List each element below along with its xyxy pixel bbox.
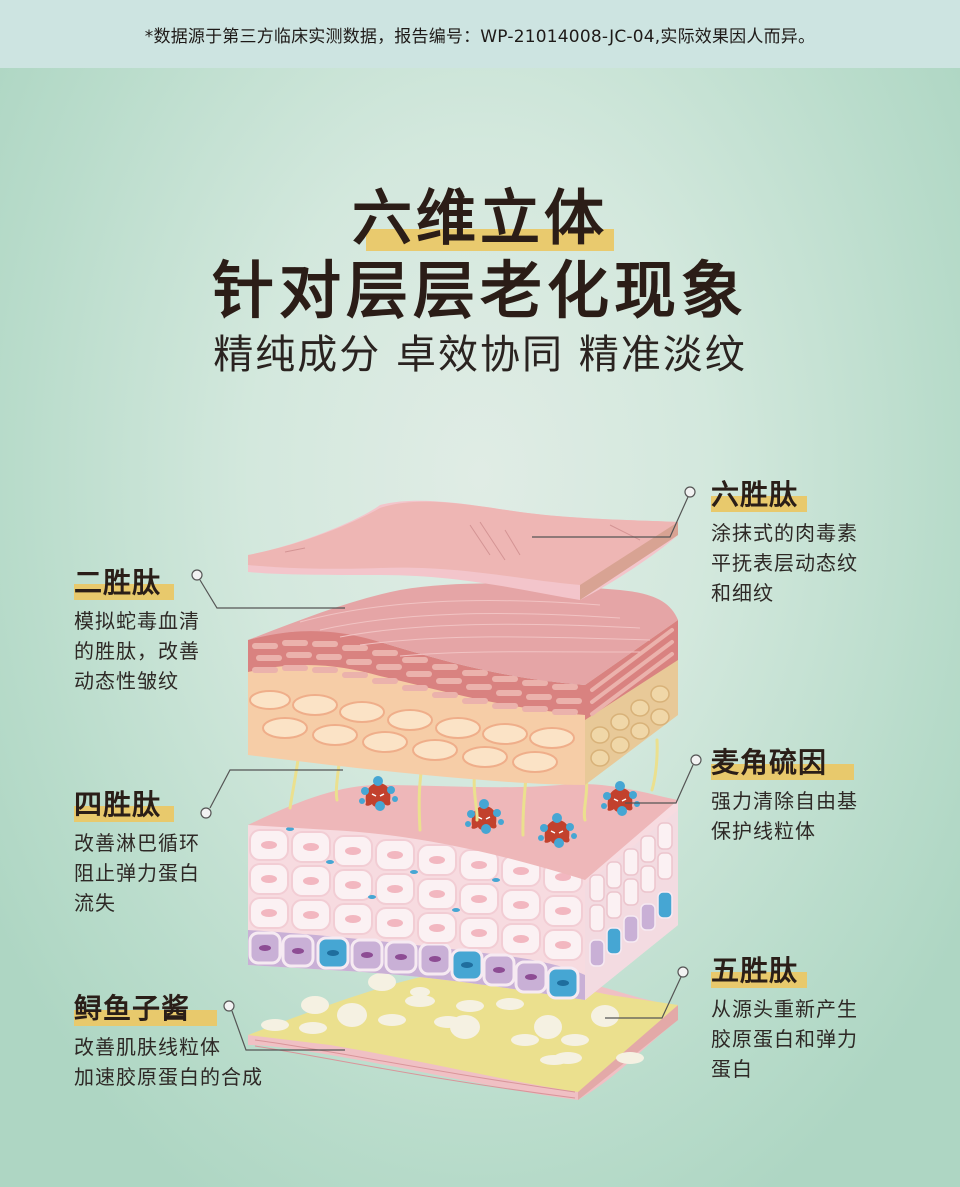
subtitle: 精纯成分 卓效协同 精准淡纹: [213, 332, 747, 378]
label-desc-line: 模拟蛇毒血清: [74, 609, 200, 633]
label-title: 六胜肽: [711, 478, 799, 511]
label-desc-line: 胶原蛋白和弹力: [711, 1027, 858, 1051]
label-desc-line: 改善淋巴循环: [74, 831, 200, 855]
label-four-peptide: 四胜肽 改善淋巴循环 阻止弹力蛋白 流失: [74, 786, 200, 918]
label-desc-line: 蛋白: [711, 1057, 753, 1081]
title-line-2: 针对层层老化现象: [211, 254, 748, 327]
label-five-peptide: 五胜肽 从源头重新产生 胶原蛋白和弹力 蛋白: [711, 952, 858, 1084]
label-desc-line: 强力清除自由基: [711, 789, 858, 813]
free-radical-icons: [359, 776, 640, 848]
label-six-peptide: 六胜肽 涂抹式的肉毒素 平抚表层动态纹 和细纹: [711, 476, 858, 608]
label-title: 麦角硫因: [711, 746, 828, 779]
epidermis-brick-layer: [248, 583, 678, 785]
title-highlight-bar: [366, 229, 614, 251]
disclaimer-text: *数据源于第三方临床实测数据，报告编号：WP-21014008-JC-04,实际…: [144, 26, 816, 47]
label-title: 四胜肽: [74, 788, 162, 821]
disclaimer-bar: *数据源于第三方临床实测数据，报告编号：WP-21014008-JC-04,实际…: [0, 0, 960, 68]
label-desc-line: 流失: [74, 891, 116, 915]
label-desc-line: 的胜肽，改善: [74, 639, 200, 663]
label-desc-line: 动态性皱纹: [74, 669, 179, 693]
label-desc-line: 阻止弹力蛋白: [74, 861, 200, 885]
label-desc-line: 从源头重新产生: [711, 997, 858, 1021]
title-line-1: 六维立体: [352, 184, 608, 254]
label-title: 二胜肽: [74, 566, 162, 599]
label-desc-line: 平抚表层动态纹: [711, 551, 858, 575]
label-title: 五胜肽: [711, 954, 799, 987]
label-ergothioneine: 麦角硫因 强力清除自由基 保护线粒体: [711, 744, 858, 846]
leader-lines: [191, 486, 702, 1051]
label-desc-line: 保护线粒体: [711, 819, 816, 843]
surface-skin-layer: [248, 500, 678, 600]
headline-line-1: 六维立体: [0, 170, 960, 257]
label-two-peptide: 二胜肽 模拟蛇毒血清 的胜肽，改善 动态性皱纹: [74, 564, 200, 696]
label-desc-line: 涂抹式的肉毒素: [711, 521, 858, 545]
dermis-collagen-layer: [248, 971, 678, 1100]
label-caviar: 鲟鱼子酱 改善肌肤线粒体 加速胶原蛋白的合成: [74, 990, 263, 1092]
basal-cell-layer: [248, 738, 678, 1000]
label-desc-line: 改善肌肤线粒体: [74, 1035, 221, 1059]
label-title: 鲟鱼子酱: [74, 992, 191, 1025]
label-desc-line: 和细纹: [711, 581, 774, 605]
label-desc-line: 加速胶原蛋白的合成: [74, 1065, 263, 1089]
